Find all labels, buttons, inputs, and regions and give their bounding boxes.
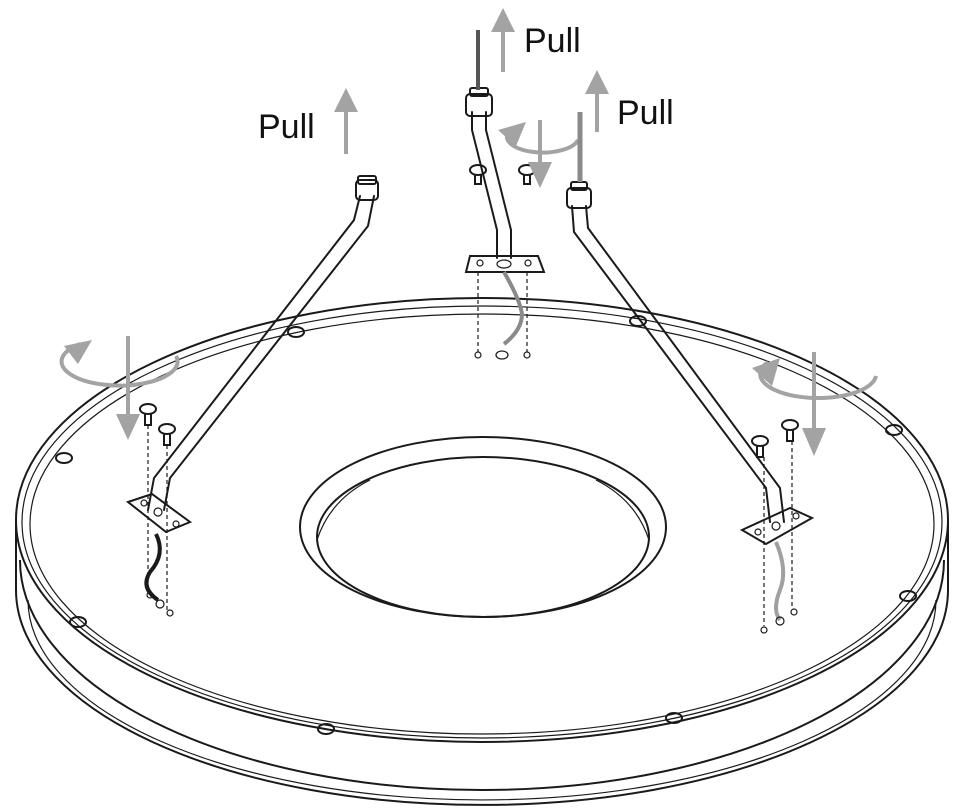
disc-hole bbox=[155, 599, 165, 609]
center-mount-plate bbox=[464, 255, 546, 273]
lamp-disc bbox=[15, 297, 949, 806]
disc-hole bbox=[166, 609, 174, 617]
rim-screws bbox=[55, 315, 917, 735]
pull-label-top-center: Pull bbox=[524, 22, 581, 60]
plate-hole bbox=[140, 499, 148, 507]
disc-hole bbox=[474, 351, 482, 359]
center-ring-outer bbox=[299, 436, 667, 618]
pull-label-right: Pull bbox=[617, 94, 674, 132]
rim-screw bbox=[885, 424, 903, 436]
plate-hole bbox=[153, 507, 163, 517]
screw-icon bbox=[139, 403, 157, 426]
center-ring-inner bbox=[316, 456, 650, 618]
plate-hole bbox=[792, 512, 800, 520]
screw-icon bbox=[751, 435, 769, 458]
rim-screw bbox=[55, 452, 73, 464]
screw-icon bbox=[781, 419, 799, 442]
plate-hole bbox=[524, 259, 532, 267]
plate-hole bbox=[496, 259, 512, 269]
right-wire bbox=[774, 541, 786, 622]
pull-arrow-icon bbox=[585, 70, 609, 132]
left-wire bbox=[144, 533, 162, 602]
plate-hole bbox=[754, 528, 762, 536]
rim-screw bbox=[665, 712, 683, 724]
disc-outer-rim bbox=[15, 297, 949, 743]
center-rod-assembly bbox=[464, 8, 580, 360]
disc-hole bbox=[760, 626, 768, 634]
disc-hole bbox=[146, 591, 154, 599]
center-ring-wall bbox=[316, 479, 650, 541]
center-rod-fitting bbox=[465, 93, 493, 117]
left-rod bbox=[147, 195, 361, 511]
right-rod-assembly bbox=[566, 70, 878, 634]
center-rod-edge bbox=[485, 111, 512, 259]
rotate-arrow-icon bbox=[752, 352, 878, 456]
right-mount-plate bbox=[739, 506, 815, 546]
plate-hole bbox=[172, 520, 180, 528]
plate-hole bbox=[771, 521, 781, 531]
rim-screw bbox=[69, 616, 87, 628]
disc-hole bbox=[523, 351, 531, 359]
left-rod-cap bbox=[357, 175, 377, 185]
disc-bottom-edge-2 bbox=[27, 599, 937, 801]
rim-screw bbox=[287, 326, 305, 338]
disc-rim-lip-2 bbox=[29, 313, 935, 735]
right-rod bbox=[571, 205, 771, 523]
screw-icon bbox=[158, 423, 176, 446]
disc-rim-lip-1 bbox=[21, 305, 943, 739]
center-wire bbox=[502, 271, 525, 346]
disc-bottom-edge bbox=[19, 559, 945, 791]
disc-hole bbox=[790, 608, 798, 616]
disc-side-wall bbox=[15, 520, 949, 806]
rotate-arrow-icon bbox=[59, 336, 180, 440]
disc-hole bbox=[775, 616, 785, 626]
right-rod-edge bbox=[585, 205, 785, 523]
rim-screw bbox=[899, 590, 917, 602]
pull-arrow-icon bbox=[334, 88, 358, 154]
left-rod-assembly bbox=[59, 175, 379, 617]
pull-label-top-left: Pull bbox=[258, 108, 315, 146]
pull-arrow-icon bbox=[491, 8, 515, 72]
rotate-arrow-icon bbox=[498, 120, 580, 188]
plate-hole bbox=[476, 259, 484, 267]
left-mount-plate bbox=[125, 492, 193, 534]
right-rod-fitting bbox=[566, 187, 592, 209]
disc-hole bbox=[495, 350, 509, 360]
screw-icon bbox=[469, 164, 487, 185]
center-rod bbox=[471, 111, 498, 259]
rim-screw bbox=[317, 723, 335, 735]
left-rod-fitting bbox=[355, 179, 379, 201]
